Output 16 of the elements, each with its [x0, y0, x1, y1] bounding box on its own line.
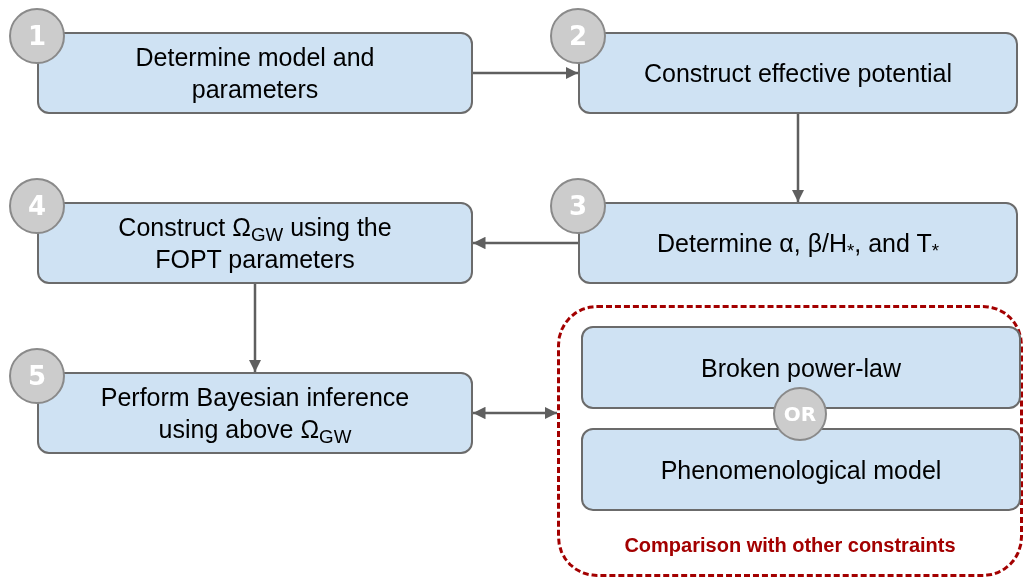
process-box	[581, 428, 1021, 511]
arrow	[473, 66, 578, 80]
step-text: Determine α, β/H$_{*}$, and T$_{*}$	[657, 228, 939, 259]
dashed-group-frame	[557, 305, 1023, 577]
step-text: Broken power-law	[700, 352, 902, 384]
step-text: Construct Ω$_{GW}$ using the FOPT parameters	[117, 212, 393, 275]
step-text: Perform Bayesian inference using above Ω$_{GW}$	[99, 382, 411, 445]
arrow	[791, 114, 805, 202]
arrow	[248, 284, 262, 372]
process-box	[581, 326, 1021, 409]
group-caption: Comparison with other constraints	[623, 533, 957, 558]
arrow	[473, 406, 557, 420]
step-text: Determine model and parameters	[134, 42, 376, 105]
step-text: Phenomenological model	[660, 454, 942, 486]
arrow	[473, 236, 578, 250]
step-text: Construct effective potential	[643, 58, 952, 89]
